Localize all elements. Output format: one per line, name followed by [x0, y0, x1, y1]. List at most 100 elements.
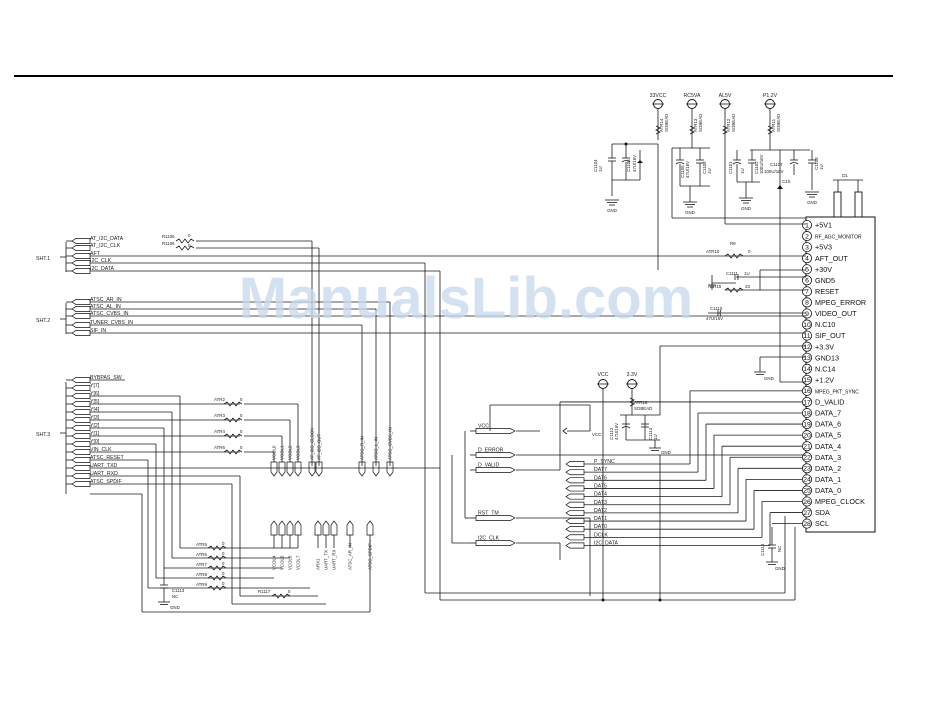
- pin-number: 8: [805, 300, 809, 307]
- res-ref-atr2: ATR2: [214, 397, 225, 402]
- gnd-1: GND: [605, 199, 619, 213]
- vport-label: ATSC_R_IN: [360, 436, 365, 460]
- pin-circle-6: [802, 275, 813, 286]
- rail-33vcc: 33VCC ATR14 SOBEAD: [612, 93, 669, 270]
- cap-value-c1111: 1U: [744, 271, 750, 276]
- rail-label-p12v: P1.2V: [763, 93, 778, 99]
- cap-value-c1113b: NC: [172, 594, 178, 599]
- res-ref-atr7: ATR7: [196, 562, 207, 567]
- cap-value-c1106: 1U: [707, 168, 712, 174]
- res-value-atr9: 0: [222, 581, 225, 586]
- cap-ref-c1102: C1102: [754, 161, 759, 174]
- cap-value-c1104: 1U: [598, 166, 603, 172]
- gnd-label-3: GND: [741, 206, 751, 211]
- cap-value-c1107: 100U/16V: [764, 169, 784, 174]
- res-ref-r1105: R1105: [162, 234, 175, 239]
- cap-c1107: C1107 100U/16V: [764, 150, 799, 175]
- pin-circle-21: [802, 441, 813, 452]
- cap-value-c1105: 47U/16V: [685, 161, 690, 178]
- cap-ref-c1112: C1112: [609, 427, 614, 440]
- pin-circle-14: [802, 363, 813, 374]
- cap-c1104: C1104 1U: [593, 144, 616, 196]
- sheet-3-block: SHT.3 BYBPAS_SWY[7]Y[6]Y[5]Y[4]Y[3]Y[2]Y…: [36, 375, 440, 613]
- pin-number: 25: [803, 488, 811, 495]
- cap-c1106: C1106 1U: [696, 148, 712, 186]
- pin-number: 14: [803, 366, 811, 373]
- res-value-atr2: 0: [240, 397, 243, 402]
- power-rails: 33VCC ATR14 SOBEAD RC5VA ATR13 SOBEAD AL…: [612, 93, 810, 383]
- pin-number: 28: [803, 521, 811, 528]
- res-ref-atr3: ATR3: [214, 413, 225, 418]
- pin-label: VIDEO_OUT: [815, 309, 857, 318]
- rail-al5v: AL5V ATR12 SOBEAD: [719, 93, 806, 225]
- port-label: AFT: [90, 251, 101, 257]
- cap-c1103: C1103 47U/16V: [621, 144, 637, 180]
- pin-circle-16: [802, 385, 813, 396]
- cap-value-c1113: 1U: [653, 434, 658, 440]
- res-value-atr8: 0: [222, 571, 225, 576]
- port-label: UART_RXD: [90, 471, 118, 477]
- res-ref-atr4: ATR4: [214, 429, 225, 434]
- mid-port-label: D_VALID: [478, 462, 499, 468]
- cap-c1102: C1102 100U/16V: [748, 150, 764, 182]
- vcc-label: VCC: [598, 372, 609, 378]
- cap-c1108: C1108 1U: [808, 150, 824, 190]
- vport-label: ATSC_SPDIF: [368, 543, 373, 570]
- pin-number: 23: [803, 466, 811, 473]
- pin-label: +5V3: [815, 243, 832, 252]
- vport-label: VCOL3: [296, 445, 301, 460]
- pin-label: D_VALID: [815, 398, 844, 407]
- pin-label: SCL: [815, 519, 829, 528]
- cap-value-c1102: 100U/16V: [759, 154, 764, 174]
- port-label: VIN_CLK: [90, 447, 112, 453]
- gnd-label-8: GND: [764, 376, 774, 381]
- cap-ref-c1114: C1114: [760, 543, 765, 556]
- rail-part-33vcc: ATR14: [659, 118, 664, 132]
- vport-label: VCOL6: [288, 555, 293, 570]
- pin-number: 7: [805, 289, 809, 296]
- pin-label: MPEG_CLOCK: [815, 497, 865, 506]
- pin-circle-2: [802, 231, 813, 242]
- pin-label: SDA: [815, 508, 830, 517]
- port-label: Y[3]: [90, 415, 100, 421]
- sheet-1-block: SHT.1 AT_I2C_DATAAT_I2C_CLKAFTI2C_CLKI2C…: [36, 233, 806, 600]
- pin-circle-28: [802, 518, 813, 529]
- power-decoupling: C1104 1U C1103 47U/16V GND C1105 47U/16V: [593, 144, 824, 215]
- sheet-label-3: SHT.3: [36, 432, 50, 438]
- res-ref-atr8: ATR8: [196, 572, 207, 577]
- pin-number: 19: [803, 421, 811, 428]
- pin-number: 13: [803, 355, 811, 362]
- res-ref-atr5: ATR5: [196, 542, 207, 547]
- res-value-atr6b: 0: [222, 551, 225, 556]
- cap-ref-c1111: C1111: [726, 271, 739, 276]
- pin-label: DATA_6: [815, 420, 841, 429]
- port-label: AT_I2C_DATA: [90, 236, 124, 242]
- vport-label: UART_TX: [324, 550, 329, 570]
- rail-label-al5v: AL5V: [719, 93, 732, 99]
- pin-number: 22: [803, 455, 811, 462]
- port-label: ATSC_SPDIF: [90, 479, 122, 485]
- res-ref-atr9: ATR9: [196, 582, 207, 587]
- pin-circle-10: [802, 319, 813, 330]
- port-label: Y[5]: [90, 399, 100, 405]
- pin-circle-20: [802, 430, 813, 441]
- pin-circle-3: [802, 242, 813, 253]
- pin-number: 10: [803, 322, 811, 329]
- v33-supply: 3.3V ATR18 SOBEAD C1112 47U/16V C1113 1U…: [609, 345, 806, 455]
- pin-label: +5V1: [815, 221, 832, 230]
- v33-label: 3.3V: [627, 372, 638, 378]
- gnd-label-5: GND: [170, 605, 180, 610]
- pin-label: DATA_7: [815, 409, 841, 418]
- res-value-atr10: 0: [748, 249, 751, 254]
- res-value-r1106: 0: [188, 243, 191, 248]
- sht3-ports: BYBPAS_SWY[7]Y[6]Y[5]Y[4]Y[3]Y[2]Y[1]Y[0…: [66, 375, 124, 487]
- pin-label: N.C14: [815, 364, 835, 373]
- vport-label: ARX1: [316, 558, 321, 570]
- pin-circle-18: [802, 408, 813, 419]
